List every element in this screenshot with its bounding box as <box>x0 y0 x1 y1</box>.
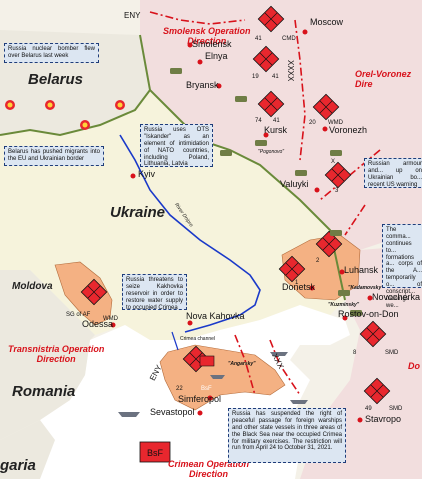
romania-region <box>0 270 95 440</box>
unit-smd-rostov-label: SMD <box>385 350 399 356</box>
city-dots <box>110 29 373 423</box>
city-donetsk: Donetsk <box>282 282 316 292</box>
place-kuzminsky: "Kuzminsky" <box>328 302 360 308</box>
box-armour: Russian armour and... up on Ukrainian bo… <box>364 158 422 188</box>
city-elnya: Elnya <box>205 51 228 61</box>
city-rostov: Rostov-on-Don <box>338 309 399 319</box>
place-pogonovo: "Pogonovo" <box>258 149 285 155</box>
city-nova-kakhovka: Nova Kahovka <box>186 311 245 321</box>
belarus-russia-border <box>139 34 151 91</box>
crimea-channel-line <box>171 331 179 351</box>
smolensk-direction-text: Smolensk Operation Direction <box>163 26 251 46</box>
city-stavropol: Stavropo <box>365 414 402 424</box>
orel-direction: Orel-Voronez Dire <box>355 69 412 90</box>
city-luhansk: Luhansk <box>344 265 379 275</box>
city-odessa: Odessa <box>82 319 114 329</box>
box-iskander: Russia uses OTS "Iskander" as an element… <box>140 124 213 167</box>
country-ukraine: Ukraine <box>110 204 166 221</box>
boundary-xxxx: XXXX <box>286 60 295 82</box>
city-moscow: Moscow <box>310 17 344 27</box>
unit-41c-label: 41 <box>273 118 280 124</box>
city-bryansk: Bryansk <box>186 80 219 90</box>
city-voronezh: Voronezh <box>329 125 368 135</box>
unit-74-label: 74 <box>255 118 262 124</box>
unit-wmd-voronezh-label: WMD <box>328 120 343 126</box>
country-belarus: Belarus <box>28 71 84 88</box>
boundary-eny-top: ENY <box>124 11 141 20</box>
unit-1-label: 1 <box>295 280 299 286</box>
unit-bsf-small-label: BsF <box>201 386 212 392</box>
box-migrants: Belarus has pushed migrants into the EU … <box>4 146 104 166</box>
unit-41-label: 41 <box>255 36 262 42</box>
country-bulgaria: garia <box>0 457 36 474</box>
city-kyiv: Kyiv <box>138 169 156 179</box>
unit-41b-label: 41 <box>272 74 279 80</box>
unit-wmd-moldova-label: WMD <box>103 316 118 322</box>
place-angarsky: "Angarsky" <box>228 361 256 367</box>
city-simferopol: Simferopol <box>178 394 222 404</box>
russia-region <box>140 0 422 250</box>
city-novocherkassk: Novocherka <box>372 293 420 302</box>
smolensk-direction: Smolensk Operation Direction <box>163 26 251 47</box>
unit-2-label: 2 <box>316 258 320 264</box>
country-romania: Romania <box>12 383 76 400</box>
unit-49-label: 49 <box>365 406 372 412</box>
unit-20-label: 20 <box>309 120 316 126</box>
country-moldova: Moldova <box>12 281 53 292</box>
city-valuyki: Valuyki <box>280 179 309 189</box>
crimean-direction: Crimean Operation Direction <box>168 459 250 479</box>
crimean-direction-text: Crimean Operation Direction <box>168 459 250 479</box>
box-command: The comma... continues to... formations … <box>382 224 422 309</box>
unit-3-label: 3 <box>335 188 339 194</box>
box-kakhovka: Russia threatens to seize Kakhovka reser… <box>122 274 187 311</box>
unit-smd-stav-label: SMD <box>389 406 403 412</box>
orel-direction-text: Orel-Voronez Dire <box>355 69 412 89</box>
place-crimea-channel: Crimea channel <box>180 336 216 342</box>
box-bomber: Russia nuclear bomber flew over Belarus … <box>4 43 99 63</box>
warship-markers <box>118 352 308 417</box>
ukraine-border <box>0 88 346 301</box>
unit-19-label: 19 <box>252 74 259 80</box>
unit-sgaf-label: SG of AF <box>66 312 91 318</box>
place-kadamovsky: "Kadamovsky" <box>348 285 384 291</box>
unit-8-label: 8 <box>353 350 357 356</box>
unit-bsf-hq-label: BsF <box>147 448 164 458</box>
unit-cmd-label: CMD <box>282 36 296 42</box>
city-sevastopol: Sevastopol <box>150 407 195 417</box>
city-smolensk: Smolensk <box>192 39 232 49</box>
box-crimea-sea: Russia has suspended the right of peacef… <box>228 408 346 463</box>
unit-symbols <box>80 5 391 463</box>
vehicle-markers <box>170 68 362 316</box>
explosion-markers <box>5 100 125 130</box>
city-kursk: Kursk <box>264 125 288 135</box>
river-dnipro <box>119 134 261 333</box>
unit-22-label: 22 <box>176 386 183 392</box>
do-direction: Do <box>408 361 420 371</box>
transnistria-direction: Transnistria Operation Direction <box>8 344 105 365</box>
transnistria-direction-text: Transnistria Operation Direction <box>8 344 105 364</box>
bulgaria-region <box>0 420 55 479</box>
unit-x-label: X <box>331 159 336 165</box>
